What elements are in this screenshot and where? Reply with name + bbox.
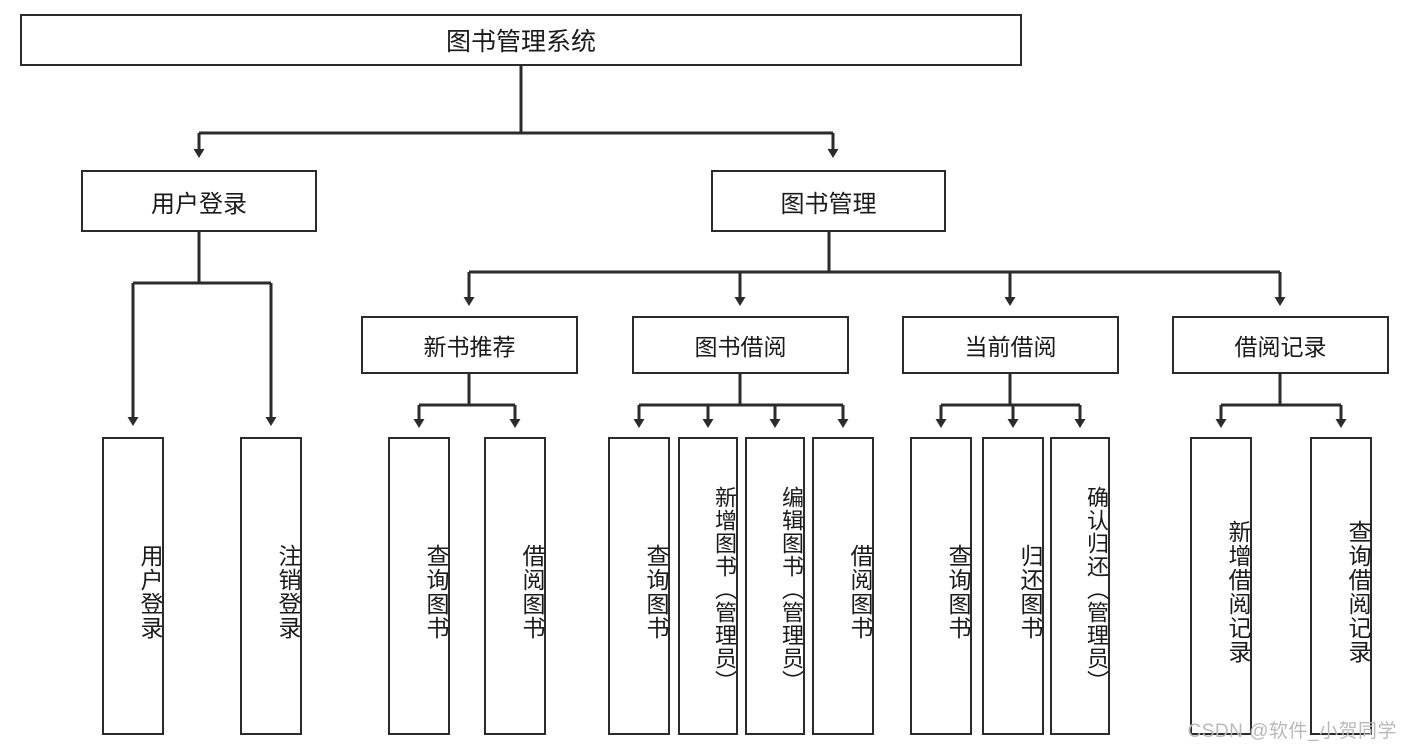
node-level3-当前借阅[interactable]: 当前借阅 [902, 316, 1119, 374]
node-leaf-3-借阅图书-label: 借阅图书 [519, 544, 545, 640]
node-level3-图书借阅-label: 图书借阅 [694, 334, 787, 360]
node-leaf-11-新增借阅记录[interactable]: 新增借阅记录 [1190, 437, 1252, 735]
node-leaf-2-查询图书[interactable]: 查询图书 [388, 437, 450, 735]
node-level3-当前借阅-label: 当前借阅 [964, 334, 1057, 360]
node-leaf-6-编辑图书管理员-label: 编辑图书（管理员） [779, 485, 804, 693]
node-leaf-4-查询图书[interactable]: 查询图书 [608, 437, 670, 735]
node-leaf-10-确认归还管理员[interactable]: 确认归还（管理员） [1050, 437, 1110, 735]
node-level3-新书推荐[interactable]: 新书推荐 [361, 316, 578, 374]
node-leaf-11-新增借阅记录-label: 新增借阅记录 [1225, 520, 1251, 664]
node-leaf-9-归还图书-label: 归还图书 [1017, 544, 1043, 640]
node-level3-图书借阅[interactable]: 图书借阅 [632, 316, 849, 374]
node-level2-图书管理[interactable]: 图书管理 [711, 170, 946, 232]
node-root[interactable]: 图书管理系统 [20, 14, 1022, 66]
node-level3-借阅记录[interactable]: 借阅记录 [1172, 316, 1389, 374]
node-root-label: 图书管理系统 [445, 28, 596, 56]
node-leaf-4-查询图书-label: 查询图书 [643, 544, 669, 640]
node-leaf-0-用户登录-label: 用户登录 [137, 544, 163, 640]
node-leaf-7-借阅图书-label: 借阅图书 [847, 544, 873, 640]
node-leaf-7-借阅图书[interactable]: 借阅图书 [812, 437, 874, 735]
node-leaf-5-新增图书管理员-label: 新增图书（管理员） [712, 485, 737, 693]
node-leaf-1-注销登录-label: 注销登录 [275, 544, 301, 640]
node-level2-用户登录-label: 用户登录 [151, 190, 247, 218]
node-leaf-3-借阅图书[interactable]: 借阅图书 [484, 437, 546, 735]
node-level2-用户登录[interactable]: 用户登录 [81, 170, 317, 232]
node-leaf-6-编辑图书管理员[interactable]: 编辑图书（管理员） [745, 437, 805, 735]
node-level3-借阅记录-label: 借阅记录 [1234, 334, 1327, 360]
node-leaf-2-查询图书-label: 查询图书 [423, 544, 449, 640]
node-leaf-12-查询借阅记录-label: 查询借阅记录 [1345, 520, 1371, 664]
node-leaf-5-新增图书管理员[interactable]: 新增图书（管理员） [678, 437, 738, 735]
node-leaf-9-归还图书[interactable]: 归还图书 [982, 437, 1044, 735]
node-level2-图书管理-label: 图书管理 [780, 190, 877, 218]
node-leaf-8-查询图书[interactable]: 查询图书 [910, 437, 972, 735]
node-level3-新书推荐-label: 新书推荐 [423, 334, 516, 360]
node-leaf-0-用户登录[interactable]: 用户登录 [102, 437, 164, 735]
node-leaf-1-注销登录[interactable]: 注销登录 [240, 437, 302, 735]
node-leaf-12-查询借阅记录[interactable]: 查询借阅记录 [1310, 437, 1372, 735]
watermark: CSDN @软件_小贺同学 [1187, 721, 1397, 742]
node-leaf-10-确认归还管理员-label: 确认归还（管理员） [1084, 485, 1109, 693]
node-leaf-8-查询图书-label: 查询图书 [945, 544, 971, 640]
